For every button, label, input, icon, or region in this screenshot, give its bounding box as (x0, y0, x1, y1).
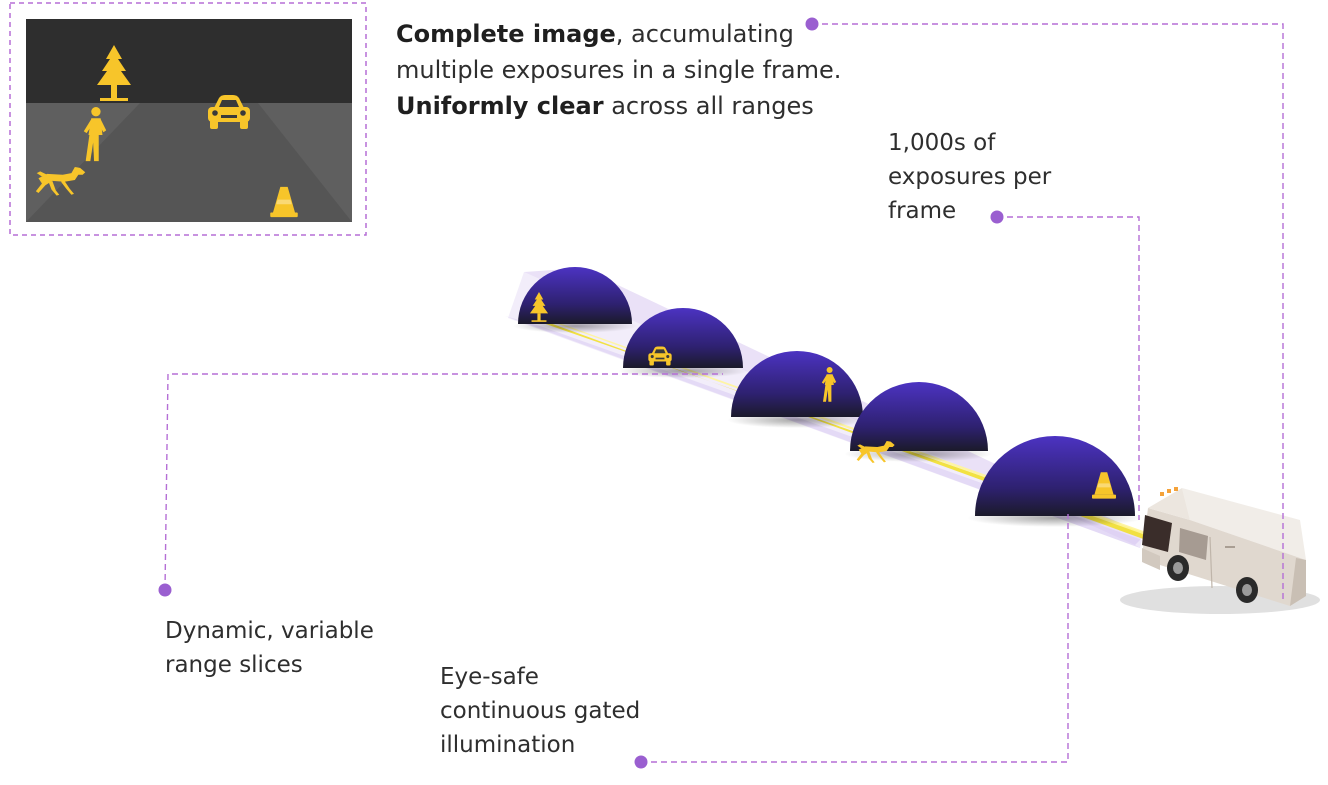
range-slices-label-line-2: range slices (165, 652, 303, 678)
illumination-label-line-3: illumination (440, 732, 576, 758)
scene-frame (9, 2, 367, 236)
range-slice-4 (844, 382, 992, 463)
callout-line-headline (812, 23, 1284, 600)
headline-line-3: Uniformly clear across all ranges (396, 88, 866, 124)
illumination-label-line-1: Eye-safe (440, 664, 539, 690)
illumination-label-line-2: continuous gated (440, 698, 641, 724)
callout-dot-exposures (990, 210, 1004, 224)
headline-line-3-rest: across all ranges (603, 92, 814, 120)
van-icon (1120, 487, 1320, 614)
headline-bold-uniformly-clear: Uniformly clear (396, 92, 604, 120)
scene-view (9, 2, 367, 236)
callout-lines (164, 23, 1284, 763)
range-slice-5 (967, 436, 1143, 527)
callout-dot-illumination (634, 755, 648, 769)
scene-road-shoulder-right (258, 103, 352, 222)
illumination-label: Eye-safe continuous gated illumination (440, 660, 700, 762)
callout-line-illumination (641, 514, 1069, 763)
callout-dot-headline (805, 17, 819, 31)
headline-line-1-rest: , accumulating (615, 20, 794, 48)
headline-line-2: multiple exposures in a single frame. (396, 56, 842, 84)
range-slices-label-line-1: Dynamic, variable (165, 618, 374, 644)
callout-line-slices (164, 373, 723, 591)
range-slices (513, 267, 1143, 527)
callout-dot-slices (158, 583, 172, 597)
headline-text: Complete image, accumulating multiple ex… (396, 16, 866, 124)
headline-line-1: Complete image, accumulating (396, 16, 866, 52)
scene-sky (26, 19, 352, 103)
exposures-label-line-2: exposures per (888, 164, 1052, 190)
exposures-label-line-3: frame (888, 198, 957, 224)
exposures-label: 1,000s of exposures per frame (888, 126, 1088, 228)
range-slices-label: Dynamic, variable range slices (165, 614, 425, 682)
headline-bold-complete-image: Complete image (396, 20, 616, 48)
callout-line-exposures (997, 216, 1140, 520)
exposures-label-line-1: 1,000s of (888, 130, 996, 156)
callout-dots (158, 17, 1004, 769)
range-slice-1 (513, 267, 637, 333)
range-slice-3 (727, 351, 867, 428)
